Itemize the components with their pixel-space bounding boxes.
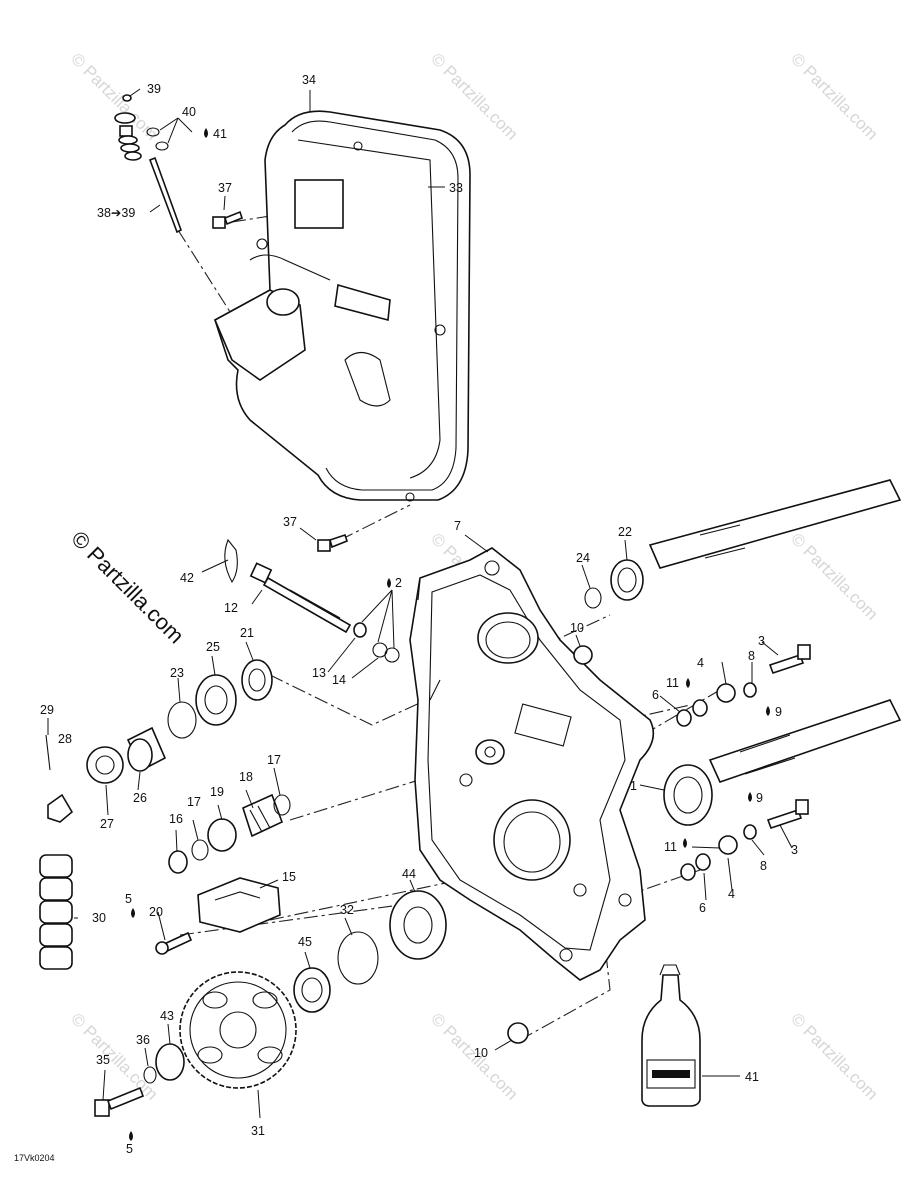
callout-10: 10 [474,1046,488,1060]
oil-drop-icon [683,838,687,848]
callout-24: 24 [576,551,590,565]
callout-33: 33 [449,181,463,195]
callout-21: 21 [240,626,254,640]
callout-20: 20 [149,905,163,919]
bolt-37-top [212,210,243,229]
callout-22: 22 [618,525,632,539]
right-fasteners [507,644,811,1044]
callout-45: 45 [298,935,312,949]
oil-drop-icon [131,908,135,918]
callout-2: 2 [395,576,402,590]
chaincase-housing [409,547,655,981]
right-bearings [584,559,713,826]
callout-25: 25 [206,640,220,654]
callout-40: 40 [182,105,196,119]
chaincase-cover [213,110,471,502]
callout-30: 30 [92,911,106,925]
oil-drop-icon [748,792,752,802]
callout-42: 42 [180,571,194,585]
callout-10: 10 [570,621,584,635]
oil-drop-icon [204,128,208,138]
callout-5: 5 [125,892,132,906]
watermark-large: © Partzilla.com [66,526,189,649]
callout-7: 7 [454,519,461,533]
callout-41: 41 [745,1070,759,1084]
dipstick [114,94,182,234]
drawing-code: 17Vk0204 [14,1153,55,1163]
callout-4: 4 [697,656,704,670]
callout-23: 23 [170,666,184,680]
callout-39: 39 [147,82,161,96]
oil-drop-icon [686,678,690,688]
callout-3: 3 [791,843,798,857]
callout-5: 5 [126,1142,133,1156]
watermark: © Partzilla.com [787,1009,881,1103]
watermark: © Partzilla.com [67,1009,161,1103]
callout-36: 36 [136,1033,150,1047]
callout-11: 11 [666,676,679,690]
callout-38: 38➔39 [97,206,135,220]
callout-4: 4 [728,887,735,901]
callout-37: 37 [283,515,297,529]
callout-9: 9 [775,705,782,719]
callout-35: 35 [96,1053,110,1067]
oil-drop-icon [387,578,391,588]
callout-15: 15 [282,870,296,884]
callout-19: 19 [210,785,224,799]
callout-18: 18 [239,770,253,784]
callout-32: 32 [340,903,354,917]
part-callouts: 39 40 41 34 33 37 38➔39 37 7 22 24 42 2 … [40,73,798,1156]
callout-13: 13 [312,666,326,680]
watermark: © Partzilla.com [787,529,881,623]
callout-11: 11 [664,840,677,854]
upper-sprocket-stack [45,659,273,823]
drive-chain [39,854,73,970]
tensioner-bolt [224,538,400,663]
callout-37: 37 [218,181,232,195]
drive-shafts [648,479,902,783]
oil-drop-icon [129,1131,133,1141]
callout-8: 8 [760,859,767,873]
callout-41: 41 [213,127,227,141]
callout-17: 17 [267,753,281,767]
callout-8: 8 [748,649,755,663]
oil-drop-icon [766,706,770,716]
callout-12: 12 [224,601,238,615]
lower-sprocket-stack [94,890,447,1117]
callout-44: 44 [402,867,416,881]
oil-bottle [641,964,701,1107]
callout-26: 26 [133,791,147,805]
callout-3: 3 [758,634,765,648]
callout-31: 31 [251,1124,265,1138]
callout-17: 17 [187,795,201,809]
lower-tensioner-group [168,793,291,874]
callout-14: 14 [332,673,346,687]
callout-9: 9 [756,791,763,805]
oil-drops [129,128,770,1141]
callout-28: 28 [58,732,72,746]
watermark: © Partzilla.com [787,49,881,143]
callout-29: 29 [40,703,54,717]
callout-27: 27 [100,817,114,831]
callout-16: 16 [169,812,183,826]
bolt-37-lower [317,533,348,552]
callout-6: 6 [652,688,659,702]
callout-6: 6 [699,901,706,915]
tensioner-bracket [155,877,281,955]
leader-lines [47,88,793,1119]
callout-43: 43 [160,1009,174,1023]
callout-1: 1 [630,779,637,793]
callout-34: 34 [302,73,316,87]
